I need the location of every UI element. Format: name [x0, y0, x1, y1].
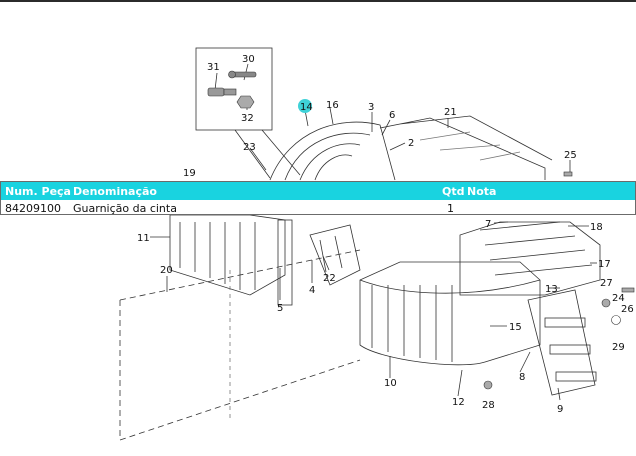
callout-label[interactable]: 23: [243, 142, 256, 153]
callout-label[interactable]: 31: [207, 62, 220, 73]
callout-label[interactable]: 15: [509, 322, 522, 333]
callout-label[interactable]: 28: [482, 400, 495, 411]
tooltip-header: Num. Peça Denominação Qtd Nota: [1, 182, 635, 200]
row-quantity: 1: [447, 202, 454, 215]
callout-label[interactable]: 9: [557, 404, 563, 415]
callout-label[interactable]: 2: [408, 138, 414, 149]
callout-label[interactable]: 14: [300, 102, 313, 113]
part-tooltip: Num. Peça Denominação Qtd Nota 84209100 …: [0, 181, 636, 215]
callout-label[interactable]: 27: [600, 278, 613, 289]
frame-assembly: [379, 115, 553, 180]
upper-right-tank: [459, 221, 601, 296]
detail-inset-box: [195, 47, 273, 131]
callout-label[interactable]: 5: [277, 303, 283, 314]
callout-label[interactable]: 29: [612, 342, 625, 353]
callout-label[interactable]: 8: [519, 372, 525, 383]
row-description: Guarnição da cinta: [73, 202, 177, 215]
callout-label[interactable]: 17: [598, 259, 611, 270]
right-tank-box: [359, 261, 541, 366]
header-quantity: Qtd: [442, 185, 465, 198]
callout-label[interactable]: 20: [160, 265, 173, 276]
callout-label[interactable]: 26: [621, 304, 634, 315]
callout-label[interactable]: 21: [444, 107, 457, 118]
callout-highlight: [298, 99, 312, 113]
header-note: Nota: [467, 185, 497, 198]
callout-label[interactable]: 19: [183, 168, 196, 179]
strap-assembly: [269, 121, 396, 181]
nut-icon: [236, 95, 635, 390]
callout-label[interactable]: 32: [241, 113, 254, 124]
callout-label[interactable]: 6: [389, 110, 395, 121]
callout-label[interactable]: 12: [452, 397, 465, 408]
row-part-number: 84209100: [5, 202, 61, 215]
frame-rail-upper: [119, 249, 361, 301]
header-description: Denominação: [73, 185, 157, 198]
callout-label[interactable]: 22: [323, 273, 336, 284]
callout-label[interactable]: 16: [326, 100, 339, 111]
callout-label[interactable]: 13: [545, 284, 558, 295]
left-fuel-tank: [169, 214, 286, 296]
callout-label[interactable]: 18: [590, 222, 603, 233]
pin-icon: [228, 70, 257, 79]
step-ladder: [527, 289, 596, 396]
callout-label[interactable]: 30: [242, 54, 255, 65]
top-border: [0, 0, 636, 2]
callout-labels: 14 16 3 6 21 2 23 19 25 30 31 32 11 20 2…: [137, 54, 634, 415]
callout-label[interactable]: 11: [137, 233, 150, 244]
callout-label[interactable]: 3: [368, 102, 374, 113]
header-part-number: Num. Peça: [5, 185, 71, 198]
fitting-icon: [207, 87, 237, 97]
callout-label[interactable]: 10: [384, 378, 397, 389]
callout-label[interactable]: 24: [612, 293, 625, 304]
callout-label[interactable]: 4: [309, 285, 315, 296]
frame-rail-lower: [119, 359, 361, 441]
center-bracket: [309, 224, 361, 286]
callout-label[interactable]: 7: [485, 219, 491, 230]
callout-label[interactable]: 25: [564, 150, 577, 161]
